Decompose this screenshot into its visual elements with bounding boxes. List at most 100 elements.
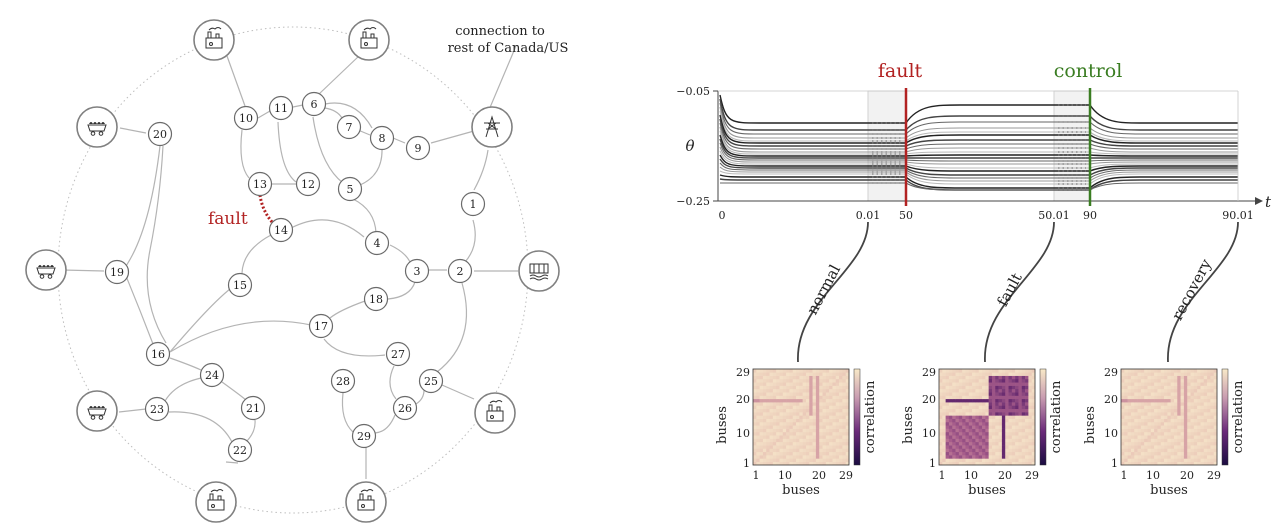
colorbar: [1221, 368, 1229, 466]
connector-recovery: [1167, 221, 1239, 363]
power-network-diagram: 1234567891011121314151617181920212223242…: [25, 19, 569, 523]
heatmap-xtick: 20: [1180, 469, 1194, 482]
heatmap-ytick: 10: [1104, 427, 1118, 440]
edge-8-9: [392, 137, 406, 144]
edge-24-23: [164, 377, 202, 402]
heatmap-ytick: 20: [1104, 393, 1118, 406]
theta-axis-label: θ: [685, 137, 694, 155]
edge-14-4: [290, 219, 365, 238]
edge-11-6: [292, 104, 304, 108]
edge-1-2: [464, 219, 476, 263]
bus-node: 6: [301, 91, 327, 117]
heatmap-xtick: 20: [812, 469, 826, 482]
edge-9-tower: [430, 130, 475, 144]
edge-gen-6: [317, 54, 361, 96]
heatmap-xtick: 1: [1121, 469, 1128, 482]
heatmap-ylabel: buses: [901, 406, 916, 444]
edge-6-5: [312, 116, 344, 184]
edge-16-20: [146, 145, 167, 344]
theta-trace: [719, 98, 1238, 131]
bus-node: 24: [199, 362, 225, 388]
heatmap-xtick: 10: [1146, 469, 1160, 482]
bus-node: 14: [268, 217, 294, 243]
bus-node: 29: [351, 423, 377, 449]
theta-trace: [719, 114, 1238, 144]
x-tick-4: 90: [1083, 209, 1097, 222]
edge-27-26: [389, 365, 397, 400]
power-plant-icon: [474, 392, 516, 434]
bus-label: 22: [233, 444, 247, 457]
edge-gen-19: [61, 269, 105, 272]
edge-1-tower: [473, 149, 489, 191]
heatmap-ylabel: buses: [715, 406, 730, 444]
network-edges: [61, 45, 518, 479]
edge-17-27: [323, 338, 386, 357]
heatmap-frame: [752, 368, 850, 466]
heatmap-ytick: 29: [736, 366, 750, 379]
bus-label: 27: [391, 348, 405, 361]
power-plant-icon: [348, 19, 390, 61]
generator-nodes: [25, 19, 560, 523]
heatmap-ytick: 29: [922, 366, 936, 379]
bus-node: 23: [144, 396, 170, 422]
colorbar: [1039, 368, 1047, 466]
bus-label: 7: [346, 121, 353, 134]
heatmap-xtick: 29: [1025, 469, 1039, 482]
control-event-label: control: [1054, 60, 1123, 82]
connection-label-line-1: connection to: [455, 24, 545, 39]
heatmap-ytick: 1: [743, 457, 750, 470]
x-tick-5: 90.01: [1222, 209, 1254, 222]
edge-8-5: [359, 147, 383, 186]
bus-label: 9: [415, 142, 422, 155]
bus-node: 1: [460, 191, 486, 217]
phase-label-recovery: recovery: [1168, 256, 1215, 324]
bus-label: 10: [239, 112, 253, 125]
bus-node: 22: [227, 437, 253, 463]
edge-10-13: [240, 129, 250, 179]
heatmap-xtick: 29: [839, 469, 853, 482]
edge-gen-10: [226, 55, 246, 107]
edge-16-24: [169, 357, 202, 371]
bus-label: 3: [414, 265, 421, 278]
bus-label: 2: [457, 265, 464, 278]
heatmap-frame: [938, 368, 1036, 466]
power-plant-icon: [193, 19, 235, 61]
heatmap-ytick: 10: [922, 427, 936, 440]
connection-label-line-2: rest of Canada/US: [448, 41, 569, 56]
edge-gen-22: [225, 461, 239, 464]
edge-10-11: [257, 110, 271, 119]
time-series-panel: −0.05 −0.25 θ t 0 0.01 50 50.01 90 90.01…: [676, 60, 1272, 363]
bus-label: 12: [301, 178, 315, 191]
fault-label: fault: [208, 209, 248, 229]
heatmap-ytick: 29: [1104, 366, 1118, 379]
bus-label: 13: [253, 178, 267, 191]
connector-normal: [797, 221, 869, 363]
edge-gen-23: [118, 408, 147, 413]
bus-node: 8: [369, 125, 395, 151]
edge-6-7: [324, 107, 343, 119]
bus-label: 1: [470, 198, 477, 211]
mine-cart-icon: [76, 106, 118, 148]
connection-line: [485, 45, 517, 118]
heatmap-frame: [1120, 368, 1218, 466]
edge-4-3: [389, 244, 411, 263]
bus-label: 11: [274, 102, 288, 115]
bus-node: 3: [404, 258, 430, 284]
edge-28-29: [341, 392, 354, 433]
bus-label: 4: [374, 237, 381, 250]
edge-19-20: [125, 145, 161, 267]
fault-link: [258, 194, 274, 223]
colorbar-label: correlation: [1049, 380, 1064, 453]
edge-26-29: [374, 414, 396, 434]
phase-label-fault: fault: [993, 270, 1025, 309]
bus-label: 16: [151, 348, 165, 361]
t-axis-label: t: [1265, 193, 1272, 211]
colorbar: [853, 368, 861, 466]
bus-label: 18: [369, 293, 383, 306]
bus-node: 2: [447, 258, 473, 284]
